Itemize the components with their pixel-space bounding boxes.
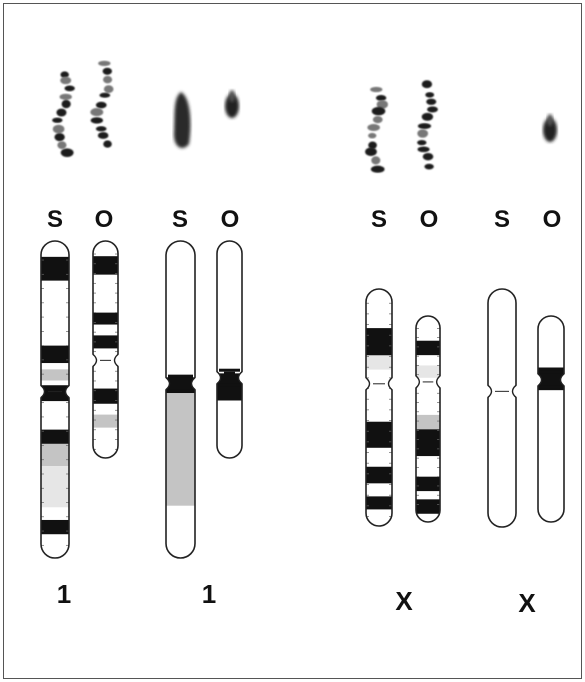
photo-1-O (90, 60, 114, 148)
chromosome-X-O (415, 315, 441, 523)
chromosome-outline (92, 240, 119, 459)
chromosome-outline (165, 240, 196, 559)
column-label: S (172, 206, 188, 233)
column-label: S (47, 206, 63, 233)
chromosome-X-S-cband (487, 288, 517, 528)
band (366, 466, 392, 484)
band (93, 256, 118, 275)
pair-label: 1 (202, 579, 216, 609)
band-group (41, 256, 69, 535)
chromosome-X-S (365, 288, 393, 527)
chromosome-1-O (92, 240, 119, 459)
column-label: S (371, 206, 387, 233)
chromosome-body (366, 289, 392, 526)
chromosome-body (217, 241, 242, 458)
chromosome-body (538, 316, 564, 522)
column-label: S (494, 206, 510, 233)
pair-label: X (395, 586, 413, 616)
band (366, 496, 392, 510)
photo-1-S-cband (173, 92, 191, 148)
pair-label-row: 1 1 X X (57, 579, 537, 618)
band (41, 369, 69, 381)
centromere (224, 371, 235, 384)
chromosome-outline (216, 240, 243, 459)
band (416, 414, 440, 430)
band (93, 335, 118, 349)
band (416, 499, 440, 514)
band (41, 256, 69, 281)
chromosome-outline (537, 315, 565, 523)
column-label: O (420, 206, 439, 233)
band (41, 429, 69, 444)
column-label-row: S O S O S O S O (47, 206, 561, 233)
chromosome-1-S (40, 240, 70, 559)
photo-1-S (52, 71, 75, 157)
band (41, 519, 69, 535)
ideogram-row (40, 240, 565, 559)
band (93, 312, 118, 325)
figure-frame (3, 3, 582, 679)
band (166, 393, 195, 506)
band (93, 414, 118, 428)
band-group (166, 377, 195, 506)
centromere (173, 377, 188, 390)
column-label: O (95, 206, 114, 233)
band (93, 388, 118, 404)
band (366, 328, 392, 356)
chromosome-1-S-cband (165, 240, 196, 559)
centromere (545, 373, 557, 386)
chromosome-X-O-cband (537, 315, 565, 523)
chromosome-outline (365, 288, 393, 527)
photo-X-O (417, 80, 438, 170)
chromosome-outline (40, 240, 70, 559)
column-label: O (221, 206, 240, 233)
band-group (366, 328, 392, 510)
column-label: O (543, 206, 562, 233)
band (416, 476, 440, 492)
micrograph-row (52, 60, 557, 173)
pair-label: 1 (57, 579, 71, 609)
band-group (93, 256, 118, 428)
band (41, 345, 69, 364)
band (41, 443, 69, 467)
band (41, 466, 69, 508)
band-group (416, 340, 440, 514)
chromosome-outline (415, 315, 441, 523)
band (366, 421, 392, 448)
photo-1-O-cband (225, 90, 239, 118)
band (366, 355, 392, 370)
band (41, 385, 69, 402)
pair-label: X (518, 588, 536, 618)
band (416, 365, 440, 378)
band (416, 340, 440, 356)
chromosome-outline (487, 288, 517, 528)
chromosome-body (488, 289, 516, 527)
photo-X-O-cband (543, 114, 557, 142)
band (416, 429, 440, 457)
photo-X-S (365, 86, 388, 173)
chromosome-1-O-cband (216, 240, 243, 459)
